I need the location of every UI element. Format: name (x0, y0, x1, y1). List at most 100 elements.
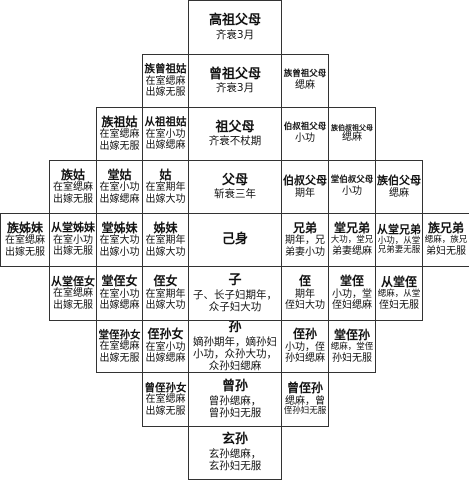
mourning-rule: 玄孙缌麻， (208, 448, 262, 461)
cell-fu-mu: 父母斩衰三年 (188, 160, 282, 214)
mourning-rule: 弟妇无服 (426, 246, 466, 258)
relation-name: 从堂侄女 (51, 274, 95, 288)
relation-name: 侄 (298, 274, 311, 289)
cell-bo-shu-zu-fumu: 伯叔祖父母小功 (281, 107, 329, 161)
cell-tang-gu: 堂姑在室小功出嫁缌麻 (96, 160, 143, 214)
cell-tang-bo-shu-fumu: 堂伯叔父母小功 (328, 160, 376, 214)
mourning-rule: 孙妇无服 (332, 352, 372, 364)
mourning-rule: 期年 (295, 187, 315, 199)
mourning-rule: 出嫁无服 (99, 140, 140, 152)
relation-name: 族姊妹 (6, 220, 43, 235)
cell-xuan-sun: 玄孙玄孙缌麻，玄孙妇无服 (188, 426, 282, 480)
cell-zhi-sun: 侄孙小功，侄孙妇缌麻 (281, 320, 329, 373)
cell-zu-xiong-di: 族兄弟缌麻，族兄弟妇无服 (422, 213, 469, 267)
cell-tang-xiong-di: 堂兄弟大功，堂兄弟妻缌麻 (328, 213, 376, 267)
mourning-rule: 在室缌麻 (99, 129, 140, 141)
mourning-rule: 侄孙妇无服 (283, 406, 327, 417)
relation-name: 姑 (159, 167, 172, 182)
cell-zeng-sun: 曾孙曾孙缌麻，曾孙妇无服 (188, 372, 282, 427)
relation-name: 祖父母 (215, 119, 255, 135)
mourning-rule: 在室缌麻 (53, 182, 93, 194)
mourning-rule: 小功 (342, 186, 362, 198)
cell-zi: 子子、长子妇期年，众子妇大功 (188, 266, 282, 321)
mourning-rule: 子、长子妇期年， (193, 288, 277, 301)
relation-name: 己身 (221, 231, 248, 247)
mourning-rule: 小功，侄 (285, 341, 325, 353)
cell-tang-zhi: 堂侄小功，堂侄妇缌麻 (328, 266, 376, 321)
mourning-rule: 出嫁无服 (145, 405, 186, 417)
mourning-rule: 在室缌麻 (5, 235, 45, 247)
cell-zengzu-fumu: 曾祖父母齐衰3月 (188, 54, 282, 108)
mourning-rule: 出嫁大功 (145, 300, 186, 312)
mourning-rule: 出嫁小功 (99, 246, 140, 258)
mourning-rule: 出嫁无服 (53, 193, 93, 205)
relation-name: 父母 (221, 172, 248, 188)
mourning-rule: 在室期年 (145, 288, 186, 300)
mourning-rule: 期年 (295, 288, 315, 300)
mourning-rule: 出嫁缌麻 (145, 353, 186, 365)
cell-zu-zengzu-fumu: 族曾祖父母缌麻 (281, 54, 329, 108)
mourning-rule: 斩衰三年 (214, 188, 256, 201)
mourning-rule: 齐衰3月 (215, 28, 255, 41)
cell-bo-shu-fumu: 伯叔父母期年 (281, 160, 329, 214)
mourning-rule: 出嫁缌麻 (145, 140, 186, 152)
cell-tang-zhi-sun: 堂侄孙缌麻，堂侄孙妇无服 (328, 320, 376, 373)
mourning-rule: 出嫁缌麻 (99, 300, 140, 312)
mourning-rule: 缌麻 (342, 132, 362, 144)
relation-name: 曾孙 (221, 378, 248, 394)
cell-zhi: 侄期年侄妇大功 (281, 266, 329, 321)
cell-zimei: 姊妹在室期年出嫁大功 (142, 213, 189, 267)
mourning-rule: 大功，堂兄 (330, 235, 374, 246)
mourning-rule: 玄孙妇无服 (208, 460, 262, 473)
mourning-rule: 出嫁大功 (145, 193, 186, 205)
mourning-rule: 在室小功 (53, 234, 93, 246)
mourning-rule: 侄妇无服 (379, 299, 419, 311)
relation-name: 族伯父母 (377, 173, 421, 187)
relation-name: 侄孙女 (147, 327, 184, 342)
cell-zeng-zhi-sun: 曾侄孙缌麻，曾侄孙妇无服 (281, 372, 329, 427)
mourning-rule: 出嫁无服 (53, 246, 93, 258)
cell-cong-tang-zhi: 从堂侄缌麻，从堂侄妇无服 (375, 266, 423, 321)
cell-cong-tang-zhinv: 从堂侄女在室缌麻出嫁无服 (49, 266, 97, 321)
mourning-rule: 缌麻，曾 (285, 395, 325, 407)
cell-ji-shen: 己身 (188, 213, 282, 267)
mourning-rule: 曾孙缌麻， (208, 394, 262, 407)
mourning-rule: 出嫁无服 (53, 299, 93, 311)
mourning-rule: 缌麻，族兄 (424, 235, 468, 246)
relation-name: 伯叔父母 (283, 173, 327, 187)
mourning-rule: 众孙妇缌麻 (208, 360, 262, 372)
cell-cong-zugu: 从祖祖姑在室小功出嫁缌麻 (142, 107, 189, 161)
mourning-rule: 在室大功 (99, 235, 140, 247)
relation-name: 曾祖父母 (208, 66, 261, 82)
mourning-rule: 缌麻 (389, 187, 409, 199)
mourning-rule: 在室缌麻 (99, 341, 140, 353)
mourning-rule: 弟妻缌麻 (332, 246, 372, 258)
relation-name: 高祖父母 (208, 13, 261, 28)
cell-sun: 孙嫡孙期年，嫡孙妇小功，众孙大功，众孙妇缌麻 (188, 320, 282, 373)
mourning-rule: 在室缌麻 (145, 75, 186, 87)
mourning-rule: 缌麻，堂侄 (330, 341, 374, 352)
mourning-rule: 在室缌麻 (145, 394, 186, 406)
mourning-rule: 小功，从堂 (377, 235, 421, 246)
relation-name: 族曾祖姑 (144, 63, 187, 76)
mourning-rule: 期年，兄 (285, 235, 325, 247)
mourning-rule: 出嫁无服 (5, 246, 45, 258)
mourning-rule: 出嫁无服 (99, 352, 140, 364)
relation-name: 孙 (228, 320, 242, 335)
mourning-rule: 小功，堂 (332, 288, 372, 300)
relation-name: 姊妹 (153, 220, 178, 235)
cell-cong-tang-xiong-di: 从堂兄弟小功，从堂兄弟妻无服 (375, 213, 423, 267)
cell-zu-zugu: 族祖姑在室缌麻出嫁无服 (96, 107, 143, 161)
cell-tang-zhinv: 堂侄女在室小功出嫁缌麻 (96, 266, 143, 321)
cell-tang-zhi-sunnv: 堂侄孙女在室缌麻出嫁无服 (96, 320, 143, 373)
mourning-rule: 出嫁大功 (145, 246, 186, 258)
cell-zu-gu: 族姑在室缌麻出嫁无服 (49, 160, 97, 214)
mourning-rule: 在室小功 (145, 341, 186, 353)
mourning-rule: 众子妇大功 (208, 300, 262, 313)
mourning-rule: 在室期年 (145, 235, 186, 247)
mourning-rule: 兄弟妻无服 (377, 245, 421, 256)
relation-name: 子 (228, 272, 242, 288)
cell-cong-tang-zimei: 从堂姊妹在室小功出嫁无服 (49, 213, 97, 267)
relation-name: 族兄弟 (427, 221, 464, 236)
